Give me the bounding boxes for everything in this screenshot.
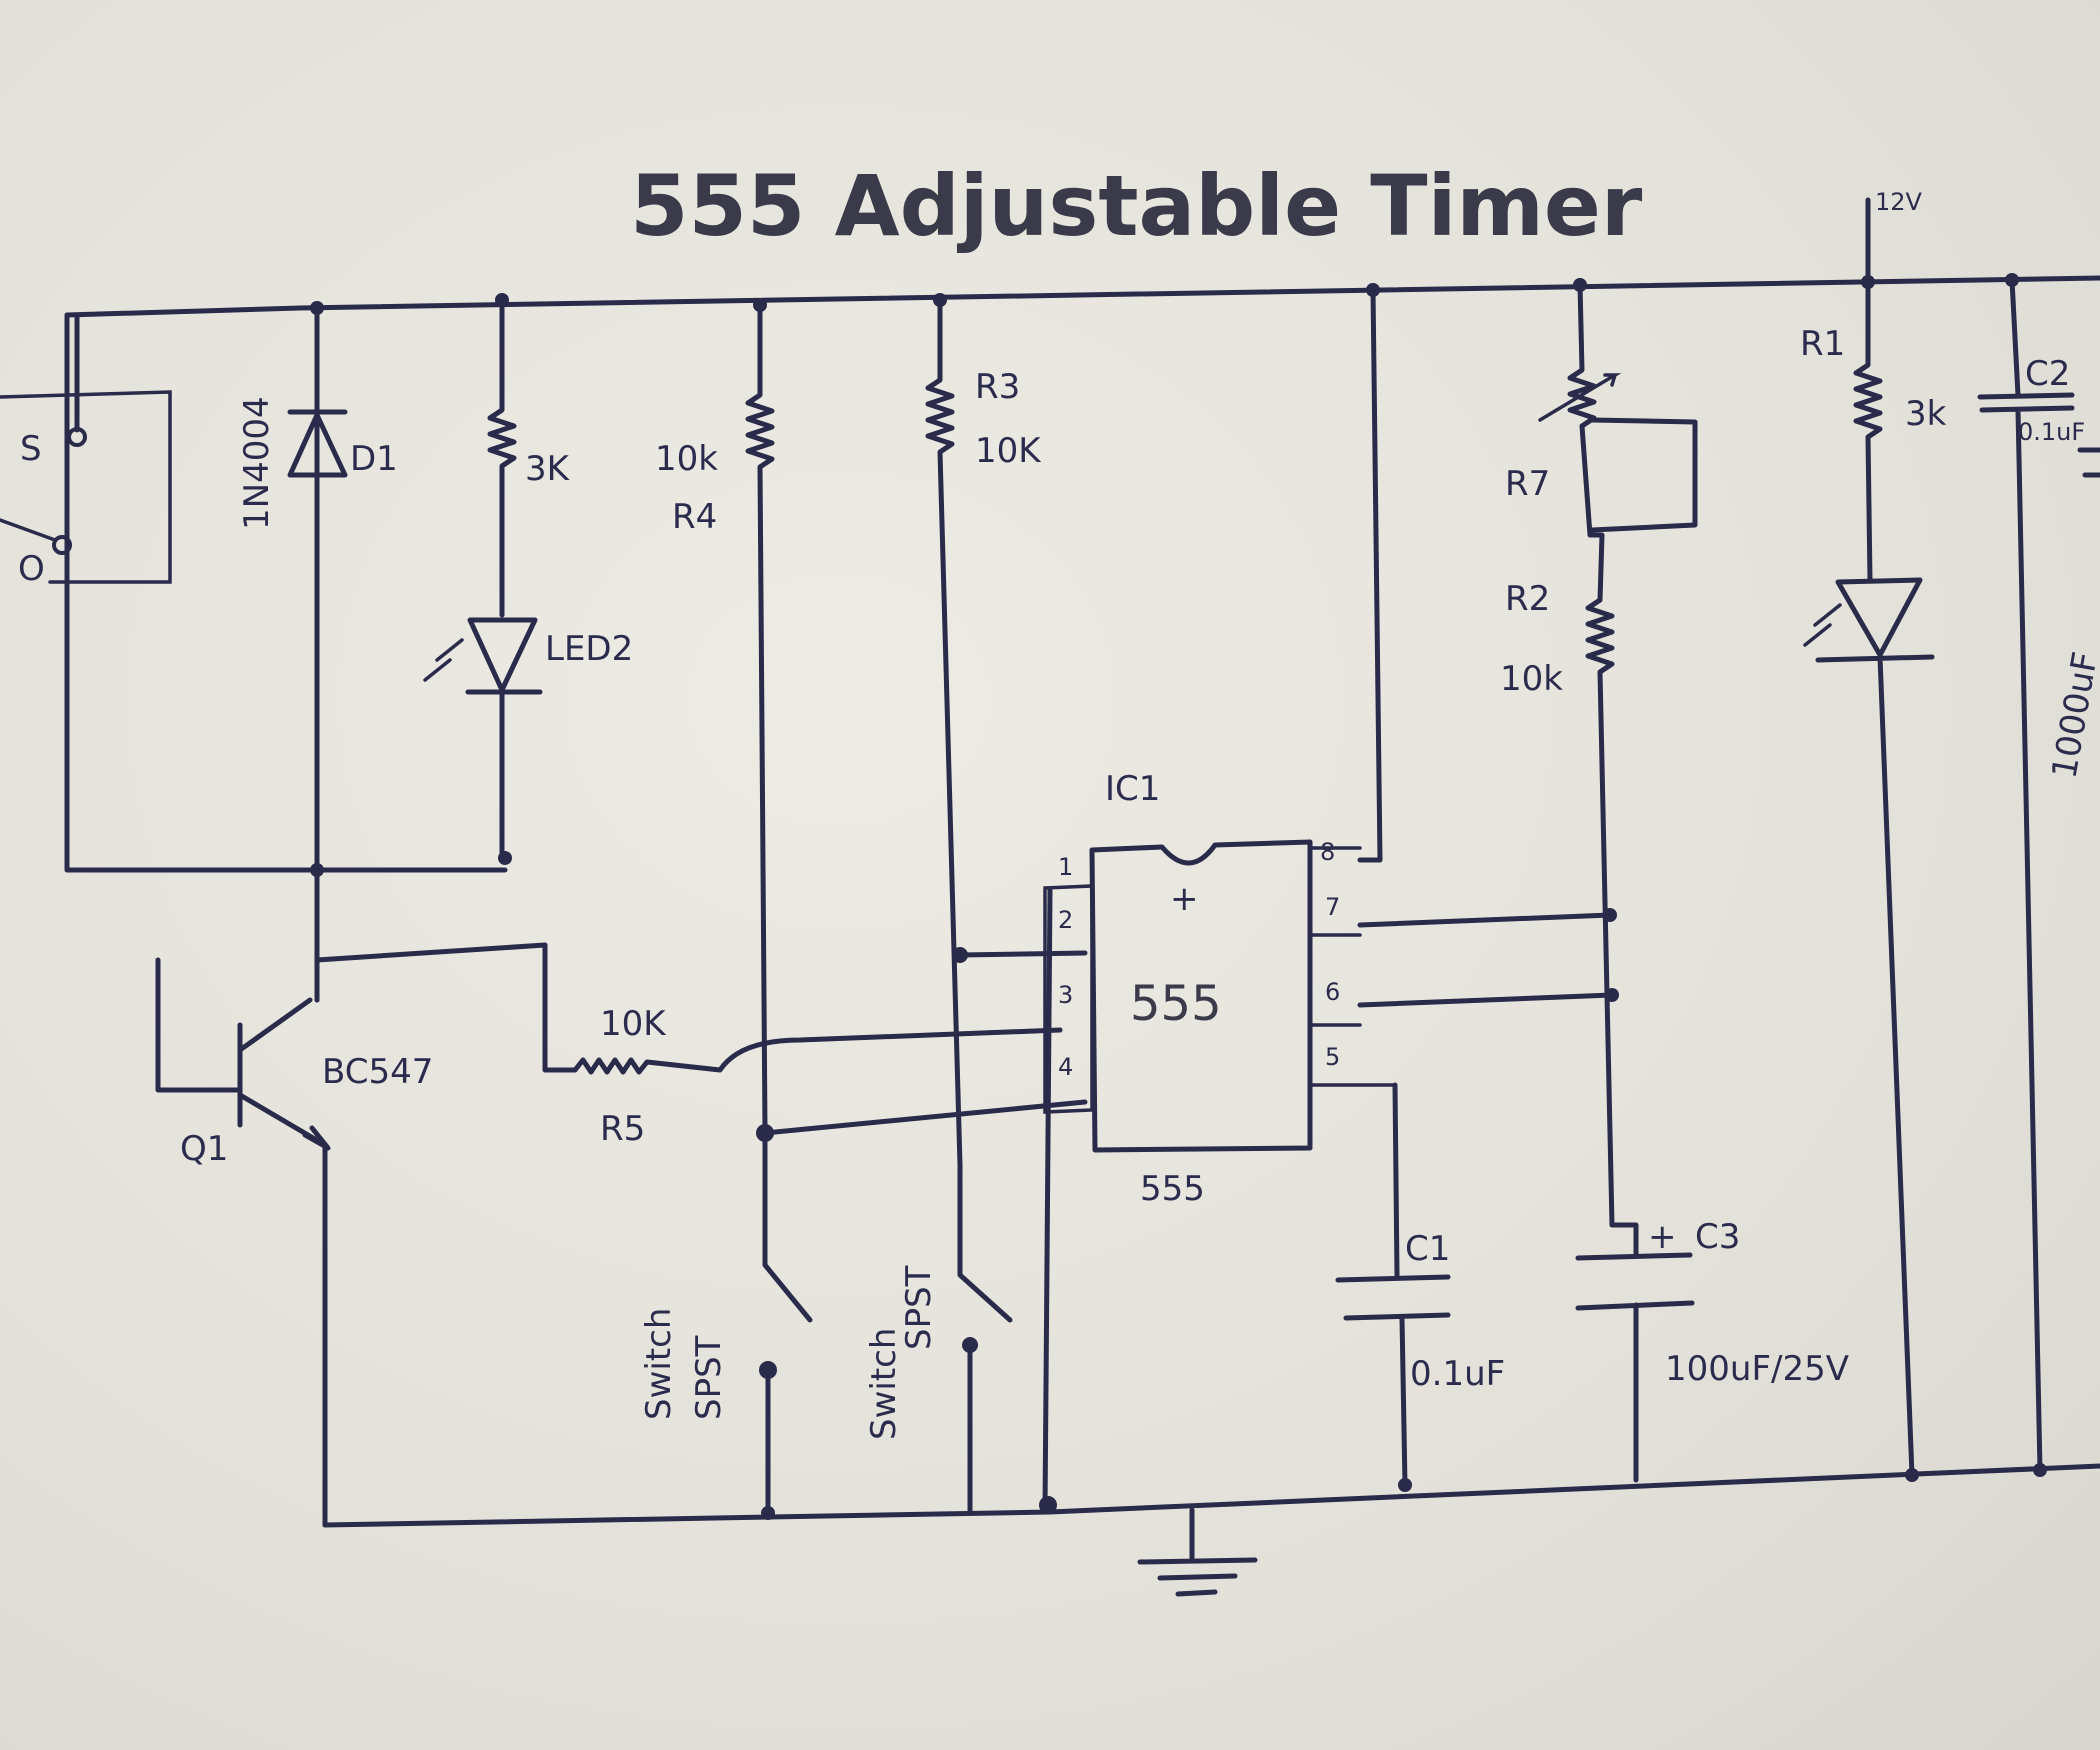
- c1-label: C1: [1405, 1229, 1450, 1269]
- r4-value: 10k: [655, 439, 718, 479]
- supply-label: 12V: [1875, 188, 1923, 216]
- resistor-r5: 10K R5: [572, 1004, 1063, 1149]
- ic-name: IC1: [1105, 769, 1160, 809]
- r7-label: R7: [1505, 464, 1550, 504]
- pin-1: 1: [1058, 853, 1073, 881]
- led2-branch: 3K LED2: [423, 293, 633, 865]
- r5-value: 10K: [600, 1004, 667, 1044]
- capacitor-c2: C2 0.1uF 1000uF: [1977, 273, 2100, 1477]
- r2-label: R2: [1505, 579, 1550, 619]
- pin-6: 6: [1325, 978, 1340, 1006]
- r4-label: R4: [672, 497, 717, 537]
- c4-value: 1000uF: [2044, 649, 2100, 782]
- switch2-line1: Switch: [864, 1328, 904, 1440]
- r3-label: R3: [975, 367, 1020, 407]
- ic-pin1-mark: +: [1170, 879, 1199, 919]
- timing-network: R7 R2 10k + C3 100uF/25V: [1500, 278, 1849, 1483]
- q1-part: BC547: [322, 1052, 433, 1092]
- ic-label: 555: [1130, 976, 1222, 1032]
- c2-label: C2: [2025, 354, 2070, 394]
- r5-label: R5: [600, 1109, 645, 1149]
- r1-value: 3k: [1905, 394, 1947, 434]
- r2-value: 10k: [1500, 659, 1563, 699]
- ground-icon: [1137, 1507, 1258, 1597]
- pin-8: 8: [1320, 838, 1335, 866]
- pin-3: 3: [1058, 981, 1073, 1009]
- capacitor-c1: C1 0.1uF: [1335, 1082, 1505, 1492]
- pin-7: 7: [1325, 893, 1340, 921]
- c2-value: 0.1uF: [2018, 418, 2085, 446]
- c3-plus: +: [1648, 1217, 1677, 1257]
- r1-led-branch: R1 3k: [1800, 275, 1947, 1482]
- led2-label: LED2: [545, 629, 633, 669]
- r3-switch2-branch: R3 10K Switch SPST: [864, 293, 1088, 1514]
- ic-555: IC1 + 555 555 1 2 3 4 5 6 7 8: [1043, 283, 1619, 1209]
- ic-bottom-label: 555: [1140, 1169, 1205, 1209]
- diode-d1: D1 1N4004: [237, 301, 398, 1003]
- pin-5: 5: [1325, 1043, 1340, 1071]
- r4-switch1-branch: 10k R4 Switch SPST: [639, 298, 1088, 1520]
- pin-2: 2: [1058, 906, 1073, 934]
- pin-4: 4: [1058, 1053, 1073, 1081]
- relay-s-label: S: [20, 429, 42, 469]
- r1-label: R1: [1800, 324, 1845, 364]
- switch2-line2: SPST: [899, 1265, 939, 1350]
- switch1-line2: SPST: [689, 1335, 729, 1420]
- top-rail: [64, 275, 2100, 318]
- relay-contacts: S O: [0, 312, 508, 873]
- r3-value: 10K: [975, 431, 1042, 471]
- transistor-q1: BC547 Q1: [155, 942, 578, 1528]
- d1-part: 1N4004: [237, 396, 277, 530]
- d1-label: D1: [350, 439, 398, 479]
- diagram-title: 555 Adjustable Timer: [630, 157, 1643, 255]
- c3-value: 100uF/25V: [1665, 1349, 1849, 1389]
- c1-value: 0.1uF: [1410, 1354, 1505, 1394]
- c3-label: C3: [1695, 1217, 1740, 1257]
- led2-resistor-value: 3K: [525, 449, 571, 489]
- bottom-rail: [322, 1463, 2100, 1528]
- switch1-line1: Switch: [639, 1308, 679, 1420]
- relay-o-label: O: [18, 549, 45, 589]
- q1-label: Q1: [180, 1129, 228, 1169]
